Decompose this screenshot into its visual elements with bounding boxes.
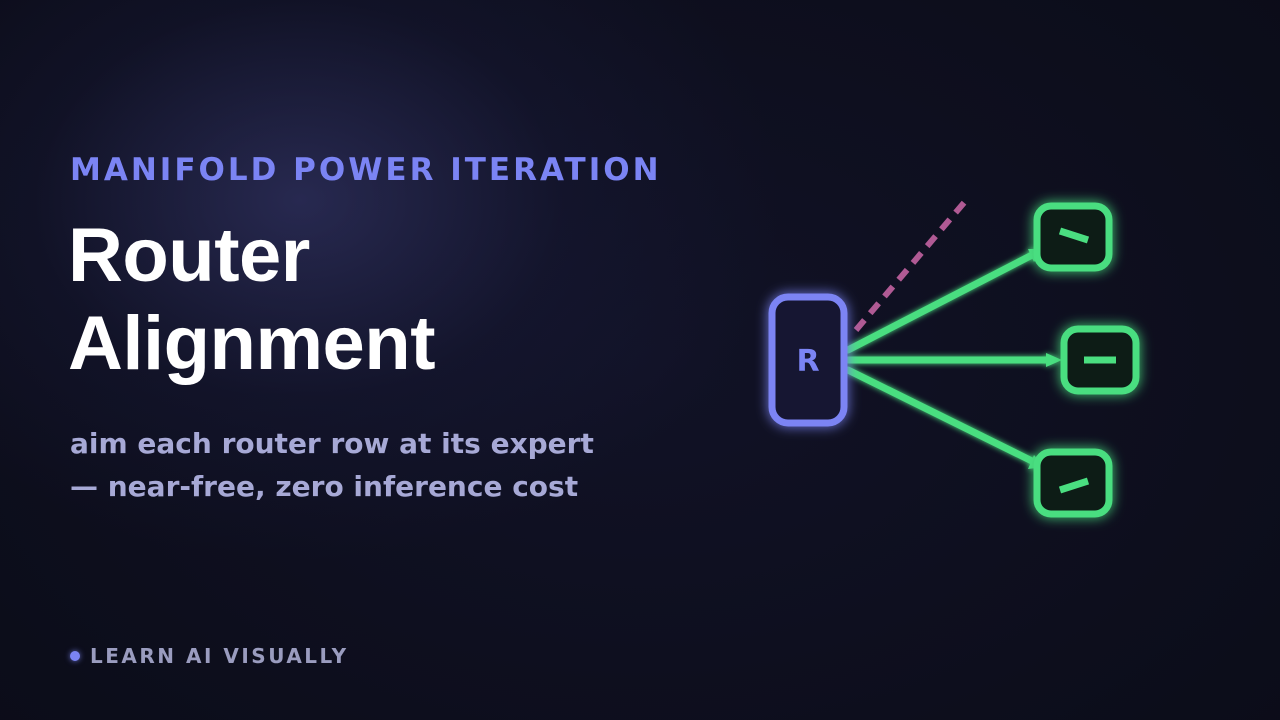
subtitle-line-2: — near-free, zero inference cost xyxy=(70,470,579,503)
router-label: R xyxy=(796,344,819,379)
title-line-1: Router xyxy=(68,213,310,298)
router-node xyxy=(768,293,848,427)
expert-direction-marks xyxy=(1058,227,1116,494)
page-title: Router Alignment xyxy=(68,212,436,388)
brand-text: LEARN AI VISUALLY xyxy=(90,644,349,668)
brand-tag: LEARN AI VISUALLY xyxy=(70,644,349,668)
connection-bottom xyxy=(844,366,1040,467)
title-line-2: Alignment xyxy=(68,301,436,386)
misaligned-direction-line xyxy=(853,196,971,332)
alignment-connections xyxy=(844,249,1062,469)
subtitle: aim each router row at its expert — near… xyxy=(70,422,594,508)
eyebrow-heading: MANIFOLD POWER ITERATION xyxy=(70,152,662,188)
arrowhead-middle-icon xyxy=(1046,353,1062,367)
connection-top xyxy=(844,249,1040,354)
expert-top-direction-icon xyxy=(1058,227,1090,244)
expert-bottom-direction-icon xyxy=(1058,477,1090,494)
subtitle-line-1: aim each router row at its expert xyxy=(70,427,594,460)
brand-dot-icon xyxy=(70,651,80,661)
